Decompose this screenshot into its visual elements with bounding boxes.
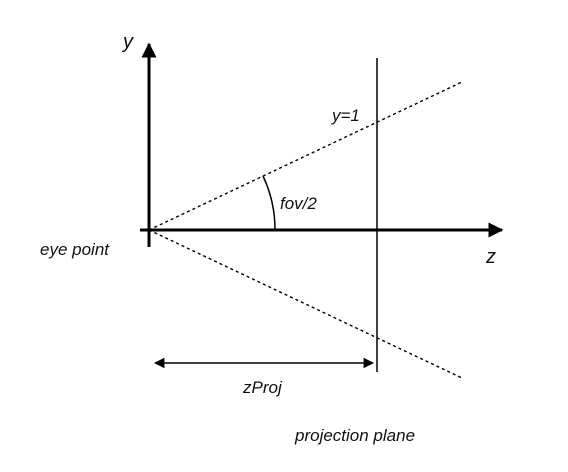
zproj-label: zProj: [242, 378, 283, 397]
lower-frustum-ray: [148, 229, 463, 379]
upper-frustum-ray: [148, 81, 463, 231]
eye-point-label: eye point: [40, 240, 110, 259]
z-axis-label: z: [485, 246, 496, 268]
y-axis-label: y: [121, 31, 134, 53]
y-equals-one-label: y=1: [331, 106, 360, 125]
fov-half-label: fov/2: [280, 194, 317, 213]
fov-angle-arc: [262, 175, 276, 231]
projection-plane-label: projection plane: [294, 426, 415, 445]
